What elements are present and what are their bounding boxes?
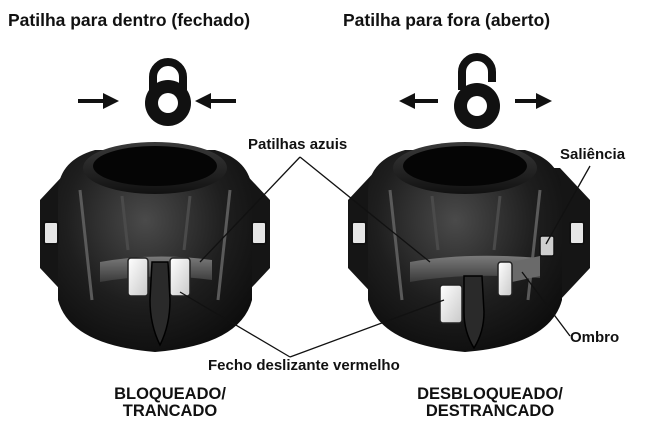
arrow-right-icon [515,93,552,109]
callout-lines [179,156,591,358]
arrow-right-icon [78,93,119,109]
title-open: Patilha para fora (aberto) [343,10,551,30]
label-red-slider: Fecho deslizante vermelho [208,357,400,374]
arrow-left-icon [195,93,236,109]
status-locked: BLOQUEADO/ TRANCADO [70,386,270,420]
connector-unlocked [348,142,590,352]
label-blue-tabs: Patilhas azuis [248,136,348,153]
status-unlocked-line1: DESBLOQUEADO/ [417,385,563,403]
status-locked-line2: TRANCADO [122,402,218,420]
label-protrusion: Saliência [560,146,626,163]
padlock-closed-icon [145,58,191,126]
title-closed: Patilha para dentro (fechado) [8,10,251,30]
connector-locked [40,142,270,352]
status-locked-line1: BLOQUEADO/ [114,385,226,403]
status-unlocked-line2: DESTRANCADO [425,402,555,420]
arrow-left-icon [399,93,438,109]
padlock-open-icon [454,53,500,129]
status-unlocked: DESBLOQUEADO/ DESTRANCADO [390,386,590,420]
label-shoulder: Ombro [570,329,620,346]
